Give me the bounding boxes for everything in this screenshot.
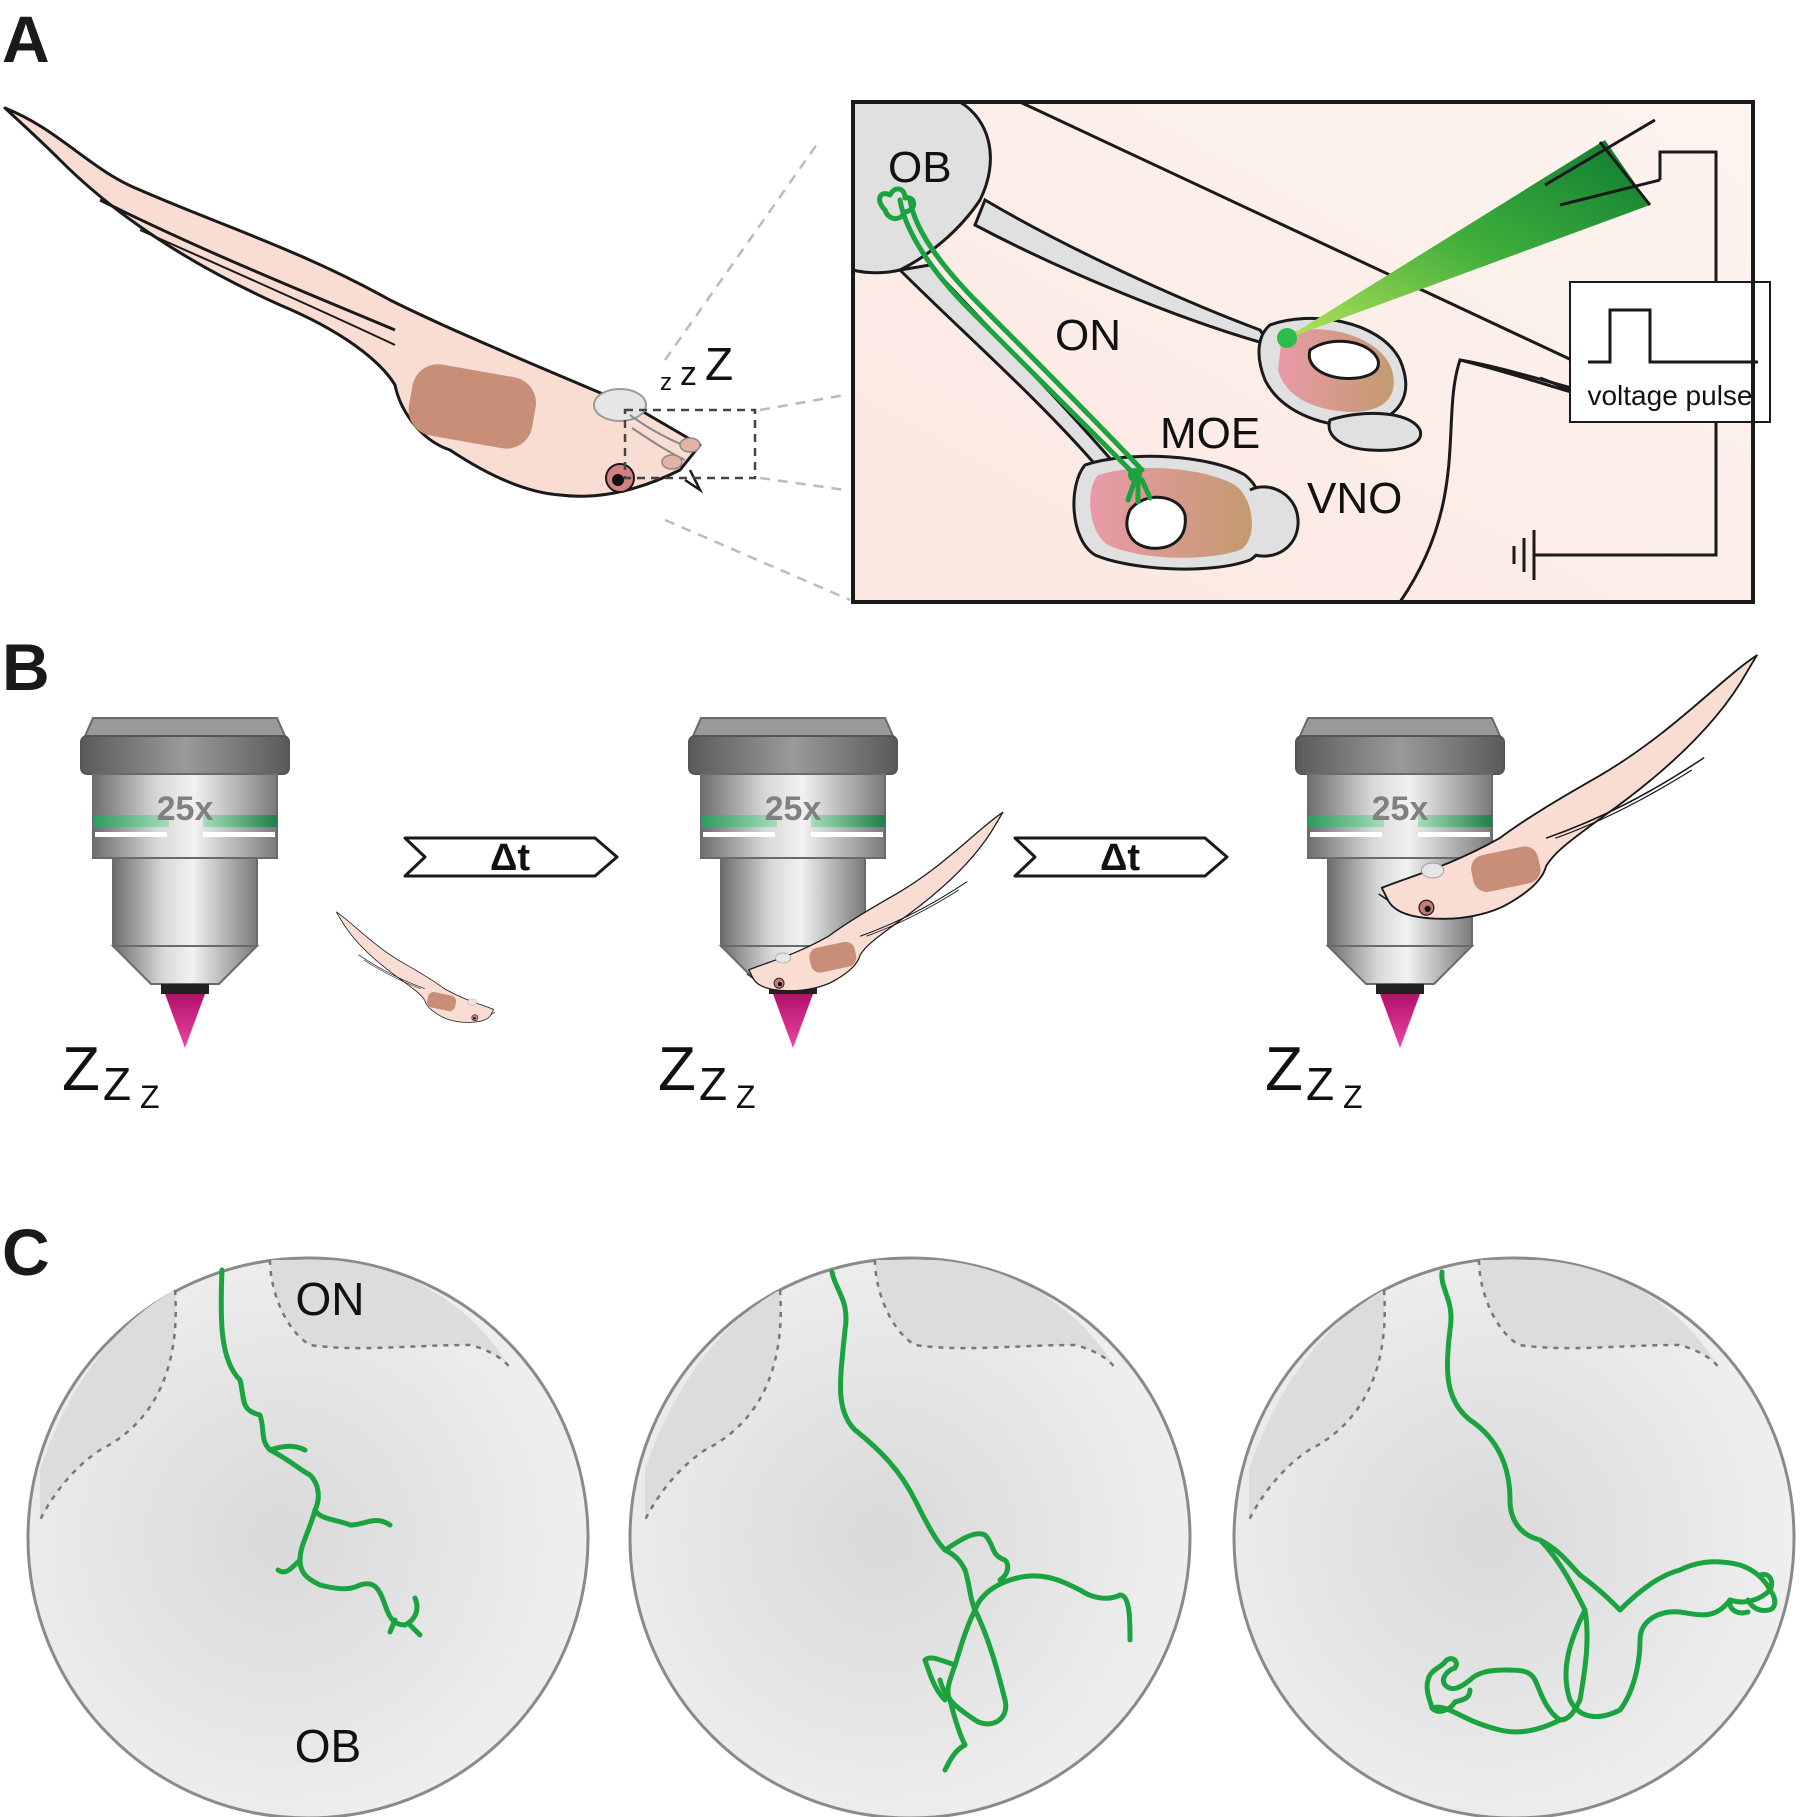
tadpole-small-1	[335, 911, 496, 1023]
inset-label-moe: MOE	[1160, 409, 1260, 458]
fov-label-ob: OB	[295, 1720, 361, 1772]
sleep-b2-z3: Z	[736, 1079, 756, 1115]
sleep-b1-z2: Z	[103, 1058, 131, 1110]
sleep-z-large: Z	[705, 338, 733, 390]
panel-label-b: B	[2, 630, 50, 704]
fov-circle-3	[1232, 1256, 1796, 1817]
objective-3-mag: 25x	[1372, 790, 1429, 828]
delta-t-arrow-1	[403, 836, 619, 878]
sleep-b1-z3: Z	[140, 1079, 160, 1115]
objective-2	[688, 717, 898, 1049]
delta-t-arrow-2	[1013, 836, 1229, 878]
fov-circle-1	[26, 1256, 590, 1817]
inset-label-vno: VNO	[1307, 474, 1402, 523]
sleep-z-medium: z	[680, 355, 697, 393]
delta-t-label-1: Δt	[490, 837, 530, 879]
inset-label-ob: OB	[888, 143, 952, 192]
sleep-b1-z1: Z	[62, 1035, 100, 1104]
sleep-b3-z2: Z	[1306, 1058, 1334, 1110]
objective-1-mag: 25x	[157, 790, 214, 828]
tadpole-large	[3, 106, 704, 498]
sleep-b3-z1: Z	[1265, 1035, 1303, 1104]
objective-2-mag: 25x	[765, 790, 822, 828]
fov-label-on: ON	[296, 1273, 365, 1325]
inset-label-on: ON	[1055, 311, 1121, 360]
panel-label-a: A	[2, 2, 50, 76]
voltage-pulse-label: voltage pulse	[1587, 380, 1752, 411]
sleep-z-small: z	[660, 369, 672, 396]
sleep-b2-z2: Z	[699, 1058, 727, 1110]
zoom-guides	[663, 139, 851, 602]
delta-t-label-2: Δt	[1100, 837, 1140, 879]
objective-1	[80, 717, 290, 1049]
fov-circle-2	[628, 1256, 1192, 1817]
sleep-b2-z1: Z	[658, 1035, 696, 1104]
panel-label-c: C	[2, 1215, 50, 1289]
inset	[851, 100, 1771, 604]
sleep-b3-z3: Z	[1343, 1079, 1363, 1115]
